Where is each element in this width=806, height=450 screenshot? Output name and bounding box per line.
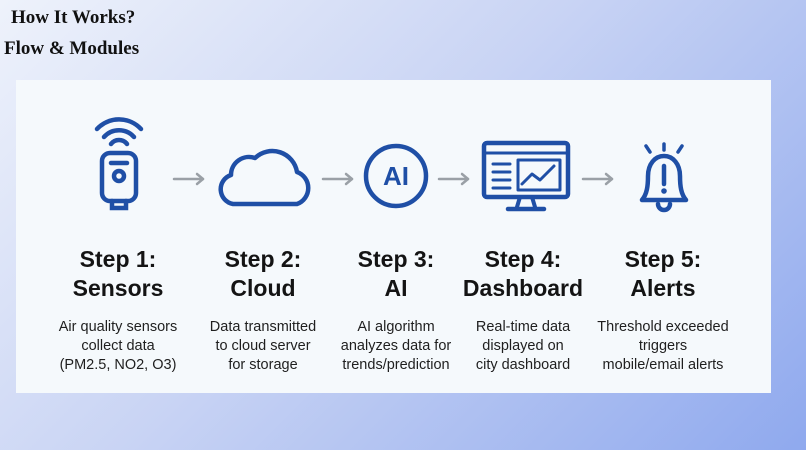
dashboard-monitor-icon — [480, 140, 572, 214]
step-4-title: Step 4: Dashboard — [462, 246, 584, 301]
step-2-title: Step 2: Cloud — [224, 246, 302, 301]
flow-arrow-4 — [581, 172, 617, 191]
flow-arrow-2 — [321, 172, 357, 191]
ai-icon: AI — [362, 142, 430, 210]
page-heading: How It Works? Flow & Modules — [4, 2, 139, 64]
ai-icon-text: AI — [383, 161, 409, 191]
step-3-description: AI algorithm analyzes data for trends/pr… — [340, 319, 452, 373]
page-subtitle: Flow & Modules — [4, 38, 140, 59]
step-5-title: Step 5: Alerts — [624, 246, 702, 301]
bell-alert-icon — [630, 142, 698, 214]
flow-arrow-1 — [172, 172, 208, 191]
step-2-description: Data transmitted to cloud server for sto… — [209, 319, 317, 373]
step-5-description: Threshold exceeded triggers mobile/email… — [597, 319, 729, 373]
sensor-wifi-icon — [88, 112, 150, 216]
page-title: How It Works? — [11, 7, 136, 28]
step-4-description: Real-time data displayed on city dashboa… — [475, 319, 571, 373]
step-3-title: Step 3: AI — [357, 246, 435, 301]
cloud-icon — [211, 142, 317, 210]
step-1-description: Air quality sensors collect data (PM2.5,… — [58, 319, 178, 373]
step-1-title: Step 1: Sensors — [72, 246, 164, 301]
flow-arrow-3 — [437, 172, 473, 191]
flow-card — [16, 80, 771, 393]
